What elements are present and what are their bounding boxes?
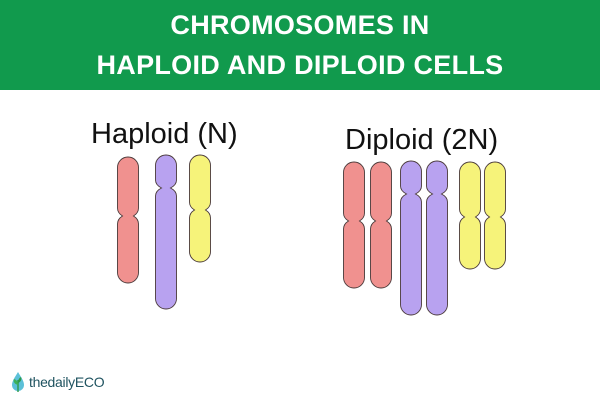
haploid-label: Haploid (N) bbox=[91, 118, 238, 150]
brand-logo: thedailyECO bbox=[10, 371, 105, 393]
haploid-chromosome-yellow-3 bbox=[189, 154, 211, 263]
title-line-2: HAPLOID AND DIPLOID CELLS bbox=[96, 50, 504, 80]
haploid-chromosome-purple-2 bbox=[155, 154, 177, 310]
diploid-chromosome-purple-4 bbox=[426, 160, 448, 316]
haploid-chromosome-red-1 bbox=[117, 156, 139, 284]
diploid-chromosome-red-1 bbox=[343, 161, 365, 289]
brand-name: thedailyECO bbox=[29, 374, 105, 390]
diploid-chromosome-yellow-5 bbox=[459, 161, 481, 270]
title-banner: CHROMOSOMES IN HAPLOID AND DIPLOID CELLS bbox=[0, 0, 600, 90]
diploid-chromosome-red-2 bbox=[370, 161, 392, 289]
diploid-chromosome-yellow-6 bbox=[484, 161, 506, 270]
water-drop-leaf-icon bbox=[12, 372, 24, 392]
diploid-chromosome-purple-3 bbox=[400, 160, 422, 316]
title-line-1: CHROMOSOMES IN bbox=[170, 10, 430, 40]
diploid-label: Diploid (2N) bbox=[345, 124, 499, 156]
